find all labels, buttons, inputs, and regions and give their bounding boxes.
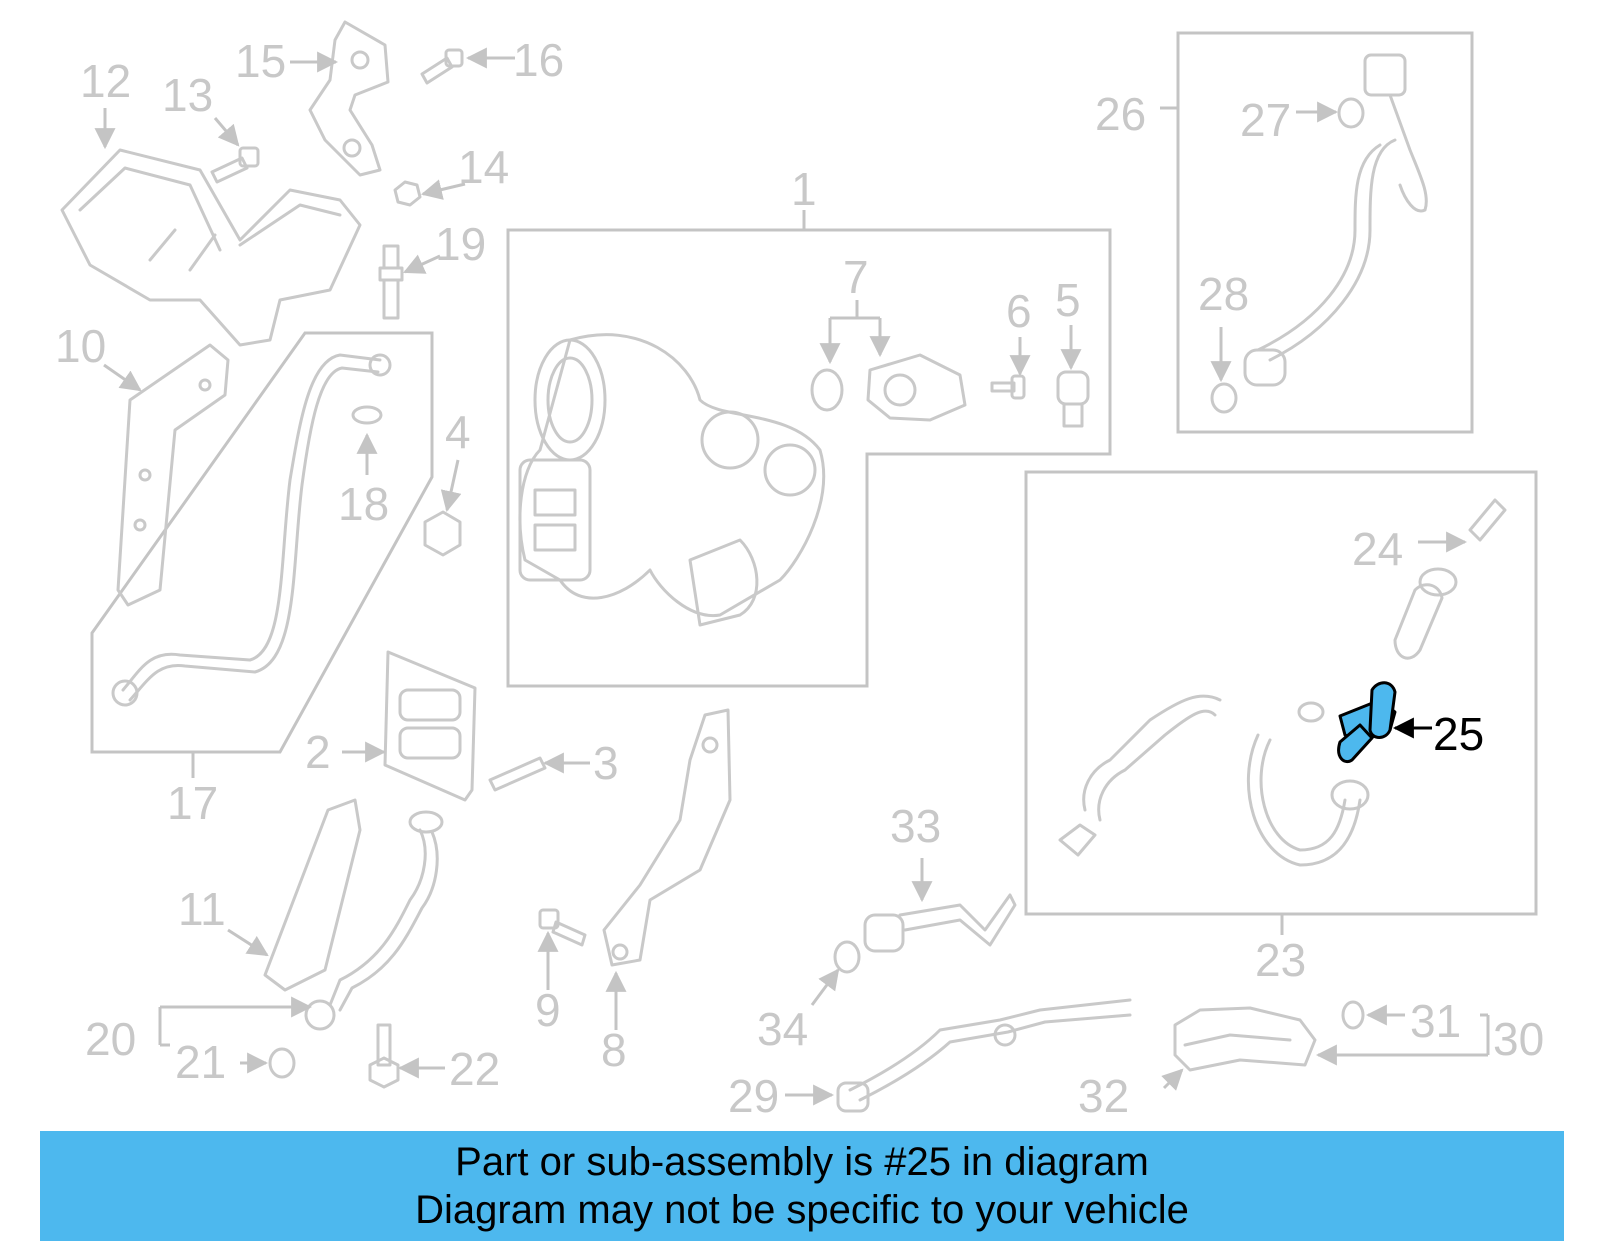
coolant-hoses-23-drawing: [1058, 498, 1507, 867]
callout-33: 33: [890, 800, 941, 852]
callout-9: 9: [535, 984, 561, 1036]
callout-8: 8: [601, 1024, 627, 1076]
gasket-10-drawing: [116, 343, 230, 607]
turbo-group-box: [506, 228, 1112, 688]
callout-7: 7: [843, 251, 869, 303]
oil-line-group-box: [90, 331, 434, 754]
gasket-14-drawing: [393, 180, 422, 207]
bolt-16-drawing: [420, 48, 464, 85]
o-ring-27-drawing: [1337, 97, 1365, 129]
washer-18-drawing: [351, 405, 383, 425]
o-ring-31-drawing: [1341, 1000, 1365, 1030]
callout-11: 11: [178, 883, 226, 935]
callout-6: 6: [1006, 285, 1032, 337]
callout-13: 13: [162, 69, 213, 121]
callout-19: 19: [435, 218, 486, 270]
callout-26: 26: [1095, 88, 1146, 140]
connector-25-highlighted: [1337, 681, 1397, 764]
callout-31: 31: [1410, 995, 1461, 1047]
leader-lines: [94, 47, 1490, 1106]
bracket-8-drawing: [602, 708, 732, 967]
actuator-7-drawing: [810, 353, 967, 422]
pipe-33-drawing: [863, 893, 1017, 953]
callout-5: 5: [1055, 274, 1081, 326]
turbocharger-drawing: [518, 333, 826, 627]
callout-22: 22: [449, 1043, 500, 1095]
gasket-11-drawing: [263, 798, 362, 992]
nut-4-drawing: [423, 510, 462, 557]
pipe-29-drawing: [836, 998, 1132, 1113]
callout-12: 12: [80, 55, 131, 107]
callout-18: 18: [338, 478, 389, 530]
callout-27: 27: [1240, 94, 1291, 146]
bolt-22-drawing: [368, 1023, 400, 1089]
bracket-15-drawing: [308, 20, 390, 177]
o-ring-28-drawing: [1210, 382, 1238, 414]
oil-line-20-drawing: [304, 810, 444, 1031]
pipe-30-drawing: [1173, 1006, 1317, 1072]
oil-return-26-drawing: [1243, 53, 1428, 387]
callout-4: 4: [445, 406, 471, 458]
oil-line-17-drawing: [111, 353, 392, 707]
callout-16: 16: [513, 34, 564, 86]
fitting-5-drawing: [1056, 370, 1090, 428]
o-ring-34-drawing: [833, 940, 861, 974]
banner-line-part-number: Part or sub-assembly is #25 in diagram: [455, 1140, 1149, 1184]
callout-2: 2: [305, 726, 331, 778]
heat-shield-drawing: [60, 148, 362, 347]
callout-15: 15: [235, 35, 286, 87]
info-banner: Part or sub-assembly is #25 in diagram D…: [40, 1131, 1564, 1241]
coolant-hose-group-box: [1024, 470, 1538, 916]
callout-23: 23: [1255, 934, 1306, 986]
stud-19-drawing: [378, 244, 404, 320]
oil-return-group-box: [1176, 31, 1474, 434]
stud-3-drawing: [488, 756, 547, 792]
callout-10: 10: [55, 320, 106, 372]
callout-28: 28: [1198, 268, 1249, 320]
callout-34: 34: [757, 1003, 808, 1055]
callout-24: 24: [1352, 523, 1403, 575]
callout-1: 1: [791, 163, 817, 215]
callout-21: 21: [175, 1036, 226, 1088]
washer-21-drawing: [268, 1047, 296, 1079]
callout-14: 14: [458, 141, 509, 193]
callout-17: 17: [167, 777, 218, 829]
callout-20: 20: [85, 1013, 136, 1065]
bolt-13-drawing: [210, 146, 260, 184]
callout-25-highlighted: 25: [1433, 708, 1484, 760]
bolt-6-drawing: [990, 374, 1026, 400]
gasket-2-drawing: [383, 650, 477, 802]
callout-30: 30: [1493, 1013, 1544, 1065]
callout-29: 29: [728, 1070, 779, 1122]
banner-line-disclaimer: Diagram may not be specific to your vehi…: [415, 1188, 1189, 1232]
callout-3: 3: [593, 737, 619, 789]
bolt-9-drawing: [538, 908, 587, 947]
callout-32: 32: [1078, 1070, 1129, 1122]
